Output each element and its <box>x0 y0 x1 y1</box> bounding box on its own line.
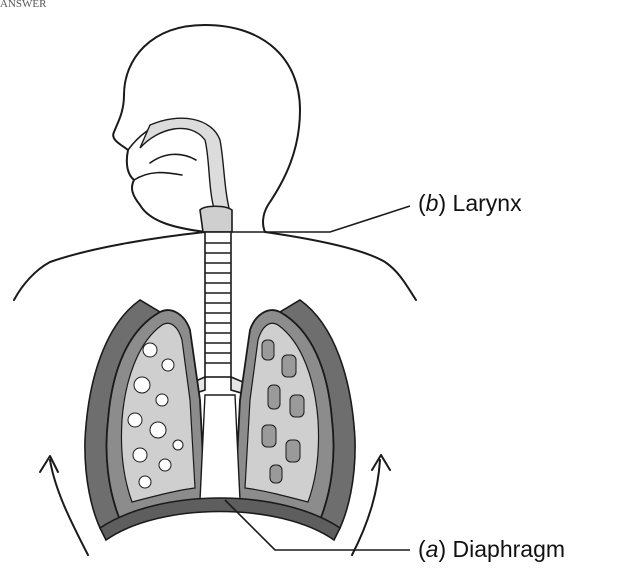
torso-outline <box>14 232 205 300</box>
pharynx <box>140 118 230 212</box>
left-arrow <box>50 460 88 555</box>
diaphragm-label-key: a <box>426 536 439 562</box>
right-arrowhead <box>372 455 390 470</box>
larynx-label-key: b <box>426 190 439 216</box>
trachea <box>205 232 231 377</box>
diaphragm-label-open: ( <box>418 536 426 562</box>
mediastinum <box>200 395 240 504</box>
larynx-label: (b) Larynx <box>418 192 522 215</box>
larynx-label-open: ( <box>418 190 426 216</box>
diaphragm-label: (a) Diaphragm <box>418 538 565 561</box>
diaphragm-label-text: Diaphragm <box>453 536 566 562</box>
diaphragm-label-close: ) <box>438 536 446 562</box>
left-arrowhead <box>40 456 58 472</box>
mouth-line <box>134 173 182 180</box>
larynx <box>200 206 232 232</box>
torso-outline-right <box>265 232 416 300</box>
larynx-label-close: ) <box>438 190 446 216</box>
right-arrow <box>352 460 380 555</box>
larynx-leader <box>232 206 410 232</box>
larynx-label-text: Larynx <box>453 190 522 216</box>
tongue <box>150 154 196 163</box>
